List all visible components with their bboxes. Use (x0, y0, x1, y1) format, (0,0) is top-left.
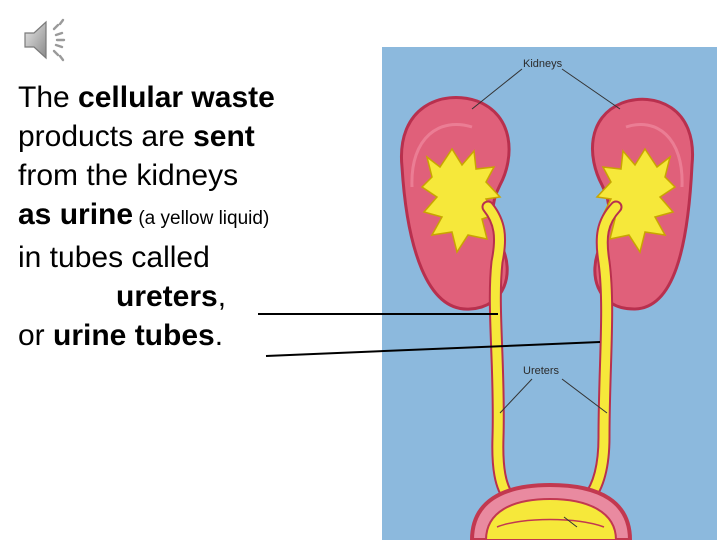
slide-body-text: The cellular waste products are sent fro… (18, 78, 275, 355)
ureters-pointer-right (561, 378, 608, 414)
ureters-label: Ureters (523, 365, 560, 377)
text-fragment: products are (18, 120, 194, 153)
text-fragment: or (18, 319, 54, 352)
text-fragment: The (18, 81, 79, 114)
text-line-4: as urine (a yellow liquid) (18, 195, 275, 238)
urinary-system-diagram: Kidneys Ureters (382, 47, 717, 542)
bladder (469, 482, 633, 542)
emphasis-as-urine: as urine (18, 198, 134, 231)
right-renal-pelvis (595, 147, 677, 254)
text-line-1: The cellular waste (18, 78, 275, 117)
emphasis-sent: sent (193, 120, 255, 153)
text-line-2: products are sent (18, 117, 275, 156)
ureters-pointer-left (499, 378, 533, 414)
text-line-7: or urine tubes. (18, 316, 275, 355)
speaker-icon[interactable] (22, 18, 74, 62)
emphasis-urine-tubes: urine tubes (53, 319, 215, 352)
text-fragment: , (217, 280, 227, 313)
text-line-5: in tubes called (18, 238, 275, 277)
text-line-6: ureters, (18, 277, 275, 316)
text-fragment: in tubes called (18, 241, 210, 274)
emphasis-ureters: ureters (116, 280, 218, 313)
text-line-3: from the kidneys (18, 156, 275, 195)
left-kidney (400, 96, 511, 311)
text-fragment-small: (a yellow liquid) (133, 208, 270, 229)
kidneys-pointer-left (471, 68, 523, 110)
kidneys-label: Kidneys (523, 58, 563, 70)
right-ureter (583, 202, 621, 504)
bladder-pointer (563, 516, 578, 528)
text-fragment: from the kidneys (18, 159, 239, 192)
kidneys-pointer-right (561, 68, 621, 110)
left-renal-pelvis (420, 147, 502, 254)
text-fragment: . (214, 319, 224, 352)
emphasis-cellular-waste: cellular waste (78, 81, 275, 114)
